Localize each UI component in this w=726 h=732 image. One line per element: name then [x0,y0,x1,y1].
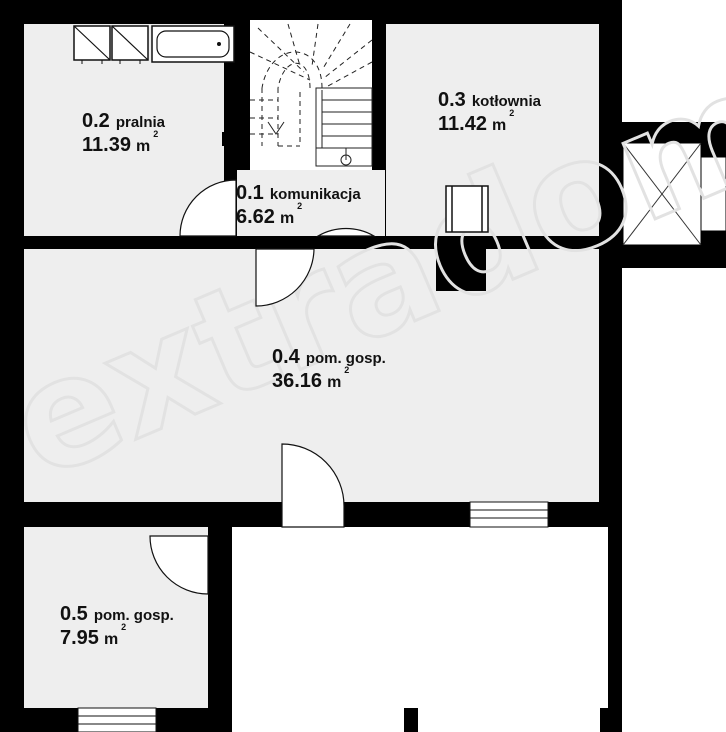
door-pom-gosp-small [149,535,209,595]
room-area-unit: m [136,138,150,155]
boiler-unit-icon [445,185,489,233]
room-area-unit: m [492,117,506,134]
door-pralnia [179,179,237,237]
bathtub-icon [151,25,235,63]
room-area: 36.16 [272,370,322,392]
window-pom-gosp-large [469,501,549,528]
room-komunikacja-floor [237,170,385,236]
room-area: 7.95 [60,627,99,649]
open-area [232,527,622,732]
wall-stub [222,132,236,146]
door-pom-gosp-large [281,443,345,528]
washer-icon [73,25,111,64]
shaft-cross-b [622,142,702,246]
room-name: komunikacja [270,186,362,203]
room-name: pom. gosp. [94,607,174,624]
pier-a [404,708,418,732]
room-area-superscript: 2 [509,108,514,118]
pier-c [608,268,622,732]
room-area-unit: m [280,210,294,227]
room-area: 6.62 [236,206,275,228]
room-number: 0.5 [60,603,88,625]
room-area-superscript: 2 [297,201,302,211]
room-number: 0.1 [236,182,264,204]
room-kotlownia-floor [386,24,599,236]
door-kotlownia [315,227,377,237]
room-area-superscript: 2 [121,622,126,632]
room-number: 0.3 [438,89,466,111]
room-area-superscript: 2 [153,129,158,139]
dryer-icon [111,25,149,64]
room-area-unit: m [327,374,341,391]
door-komunikacja [255,248,315,307]
shaft-notch [700,156,726,232]
room-area-unit: m [104,631,118,648]
room-area: 11.42 [438,113,487,135]
window-pom-gosp-small [77,707,157,732]
room-number: 0.4 [272,346,301,368]
room-name: pralnia [116,114,166,131]
room-name: kotłownia [472,93,542,110]
room-name: pom. gosp. [306,350,386,367]
room-area: 11.39 [82,134,131,156]
room-area-superscript: 2 [344,365,349,375]
chimney [436,249,486,291]
room-number: 0.2 [82,110,110,132]
staircase [249,23,373,167]
